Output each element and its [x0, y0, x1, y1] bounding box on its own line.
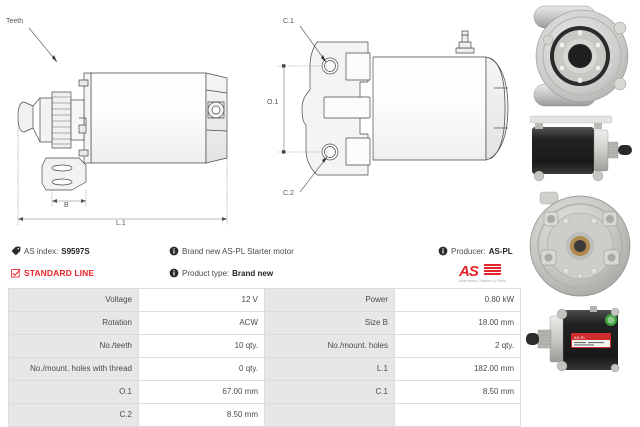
svg-text:AS-PL: AS-PL: [574, 335, 586, 340]
spec-value: 8.50 mm: [138, 403, 265, 427]
c2-leader-line: [299, 156, 328, 193]
starter-motor-flange-view-drawing: C.1 C.2 O.1: [258, 0, 520, 238]
photo-mounting-flange-face[interactable]: [520, 190, 640, 298]
technical-drawings-area: Teeth B L.1: [0, 0, 520, 238]
aspl-logo-bars: [483, 264, 502, 278]
spec-label: No./mount. holes with thread: [8, 357, 139, 381]
product-info-area: AS index: S9597S STANDARD LINE Brand new…: [0, 240, 520, 285]
spec-label: No./teeth: [8, 334, 139, 358]
spec-label: No./mount. holes: [264, 334, 395, 358]
specification-table-body: Voltage 12 V Power 0.80 kW Rotation ACW …: [8, 288, 521, 427]
spec-value: 10 qty.: [138, 334, 265, 358]
product-photo-column: AS-PL: [520, 0, 640, 417]
spec-label: Rotation: [8, 311, 139, 335]
spec-value: 0.80 kW: [394, 288, 521, 312]
spec-label: C.1: [264, 380, 395, 404]
info-icon: [168, 246, 179, 257]
table-row: No./teeth 10 qty. No./mount. holes 2 qty…: [8, 334, 521, 358]
spec-label: O.1: [8, 380, 139, 404]
photo-drive-end-housing[interactable]: [520, 0, 640, 112]
spec-value: ACW: [138, 311, 265, 335]
standard-line-label: STANDARD LINE: [24, 268, 95, 278]
teeth-leader-line: [28, 27, 58, 63]
product-type-value: Brand new: [232, 268, 274, 278]
aspl-logo-text: AS: [459, 263, 479, 280]
info-column-description: Brand new AS-PL Starter motor Product ty…: [168, 240, 418, 284]
table-row: Rotation ACW Size B 18.00 mm: [8, 311, 521, 335]
info-column-producer: Producer: AS-PL AS Alternators, Starters…: [437, 240, 537, 286]
specification-table: Voltage 12 V Power 0.80 kW Rotation ACW …: [8, 288, 521, 427]
spec-value: 12 V: [138, 288, 265, 312]
spec-value: 18.00 mm: [394, 311, 521, 335]
description-text: Brand new AS-PL Starter motor: [182, 246, 294, 256]
spec-value: 182.00 mm: [394, 357, 521, 381]
as-index-row: AS index: S9597S: [10, 240, 170, 262]
teeth-label: Teeth: [6, 18, 24, 25]
table-row: O.1 67.00 mm C.1 8.50 mm: [8, 380, 521, 404]
table-row: Voltage 12 V Power 0.80 kW: [8, 288, 521, 312]
product-type-row: Product type: Brand new: [168, 262, 418, 284]
product-type-label: Product type:: [182, 268, 230, 278]
o1-label: O.1: [267, 99, 279, 106]
aspl-logo-tagline: Alternators, Starters & Parts: [459, 279, 506, 283]
dimension-o1: [278, 64, 328, 154]
producer-label: Producer:: [451, 246, 486, 256]
spec-value: 67.00 mm: [138, 380, 265, 404]
c1-leader-line: [299, 25, 327, 63]
dimension-l1-label: L.1: [116, 220, 126, 227]
table-row: No./mount. holes with thread 0 qty. L.1 …: [8, 357, 521, 381]
info-icon: [437, 246, 448, 257]
info-column-index: AS index: S9597S STANDARD LINE: [10, 240, 170, 284]
as-index-label: AS index:: [24, 246, 59, 256]
spec-label: L.1: [264, 357, 395, 381]
photo-starter-motor-side[interactable]: [520, 112, 640, 190]
spec-label: Voltage: [8, 288, 139, 312]
checkbox-checked-icon: [10, 268, 21, 279]
dimension-b-label: B: [64, 202, 69, 209]
producer-row: Producer: AS-PL: [437, 240, 537, 262]
spec-value-empty: [394, 403, 521, 427]
as-index-value: S9597S: [61, 246, 90, 256]
producer-value: AS-PL: [488, 246, 513, 256]
spec-value: 2 qty.: [394, 334, 521, 358]
table-row: C.2 8.50 mm: [8, 403, 521, 427]
spec-value: 8.50 mm: [394, 380, 521, 404]
spec-label-empty: [264, 403, 395, 427]
dimension-b: [51, 190, 87, 207]
standard-line-row: STANDARD LINE: [10, 262, 170, 284]
spec-label: C.2: [8, 403, 139, 427]
aspl-brand-logo[interactable]: AS Alternators, Starters & Parts: [459, 264, 521, 286]
info-icon: [168, 268, 179, 279]
spec-value: 0 qty.: [138, 357, 265, 381]
tag-icon: [10, 246, 21, 257]
description-row: Brand new AS-PL Starter motor: [168, 240, 418, 262]
c1-label: C.1: [283, 18, 294, 25]
dimension-l1: [17, 118, 228, 225]
spec-label: Size B: [264, 311, 395, 335]
starter-motor-side-view-drawing: Teeth B L.1: [0, 0, 258, 238]
spec-label: Power: [264, 288, 395, 312]
c2-label: C.2: [283, 190, 294, 197]
photo-starter-motor-with-label[interactable]: AS-PL: [520, 298, 640, 417]
